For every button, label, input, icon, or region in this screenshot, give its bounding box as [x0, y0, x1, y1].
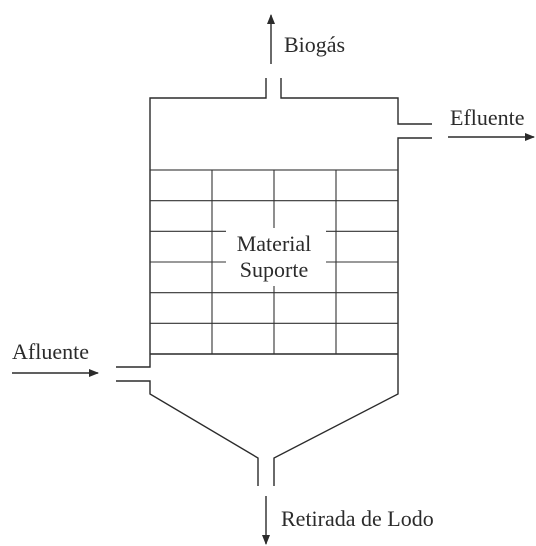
- effluent-label: Efluente: [450, 105, 525, 130]
- support-material-grid: [149, 169, 399, 355]
- sludge-withdrawal-label: Retirada de Lodo: [281, 506, 434, 531]
- label-background: [226, 228, 326, 286]
- support-material-label-line1: Material: [237, 231, 312, 256]
- vessel-right-wall: [273, 137, 432, 486]
- biogas-label: Biogás: [284, 32, 345, 57]
- vessel-lower-left: [116, 380, 259, 486]
- vessel-left-wall: [116, 78, 267, 368]
- support-material-label-line2: Suporte: [240, 257, 308, 282]
- influent-label: Afluente: [12, 339, 89, 364]
- vessel-top-right: [280, 78, 432, 125]
